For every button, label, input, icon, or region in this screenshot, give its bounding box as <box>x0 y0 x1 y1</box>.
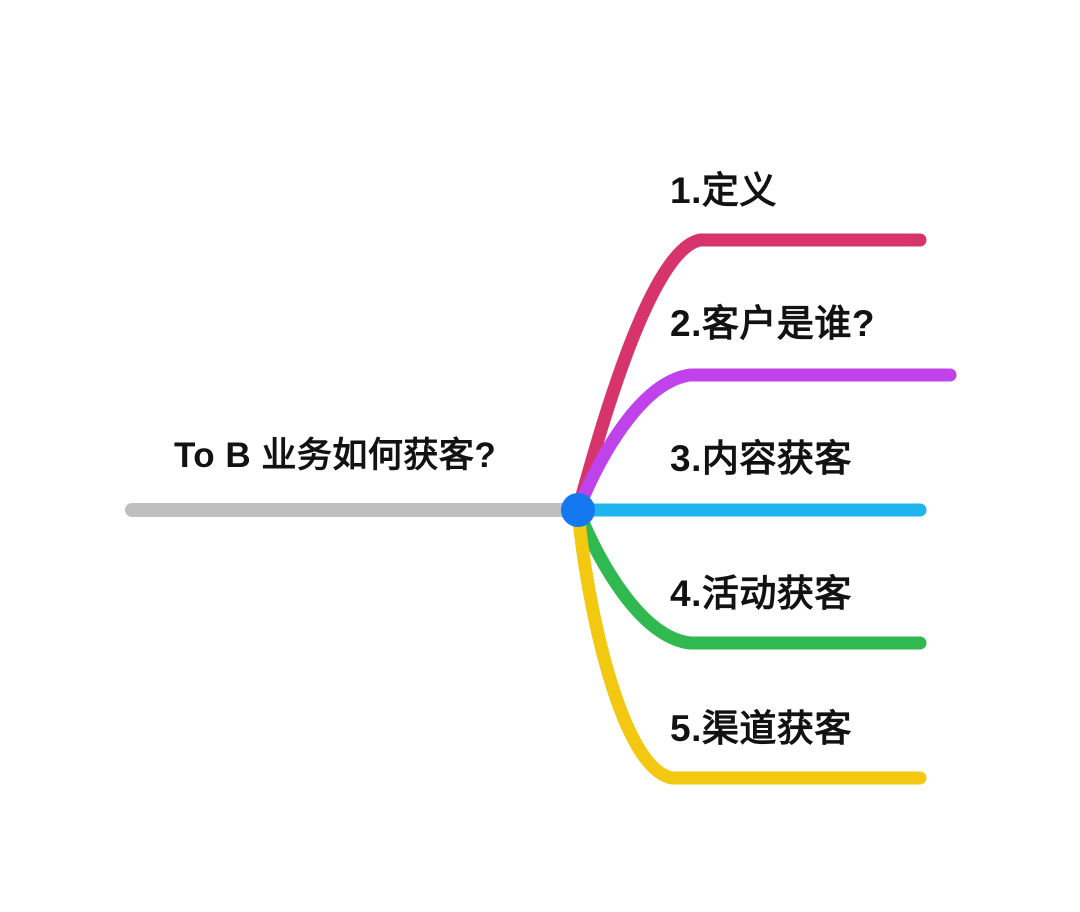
branch-label-4: 4.活动获客 <box>670 573 852 614</box>
branch-label-5: 5.渠道获客 <box>670 708 852 749</box>
branch-label-3: 3.内容获客 <box>670 438 852 479</box>
branch-label-2: 2.客户是谁? <box>670 303 875 344</box>
central-node[interactable] <box>561 493 595 527</box>
branch-label-1: 1.定义 <box>670 170 777 211</box>
branch-connector-4 <box>571 503 927 650</box>
root-node-label: To B 业务如何获客? <box>174 436 497 475</box>
branch-connector-5 <box>571 503 927 785</box>
branch-connector-2 <box>571 368 957 517</box>
